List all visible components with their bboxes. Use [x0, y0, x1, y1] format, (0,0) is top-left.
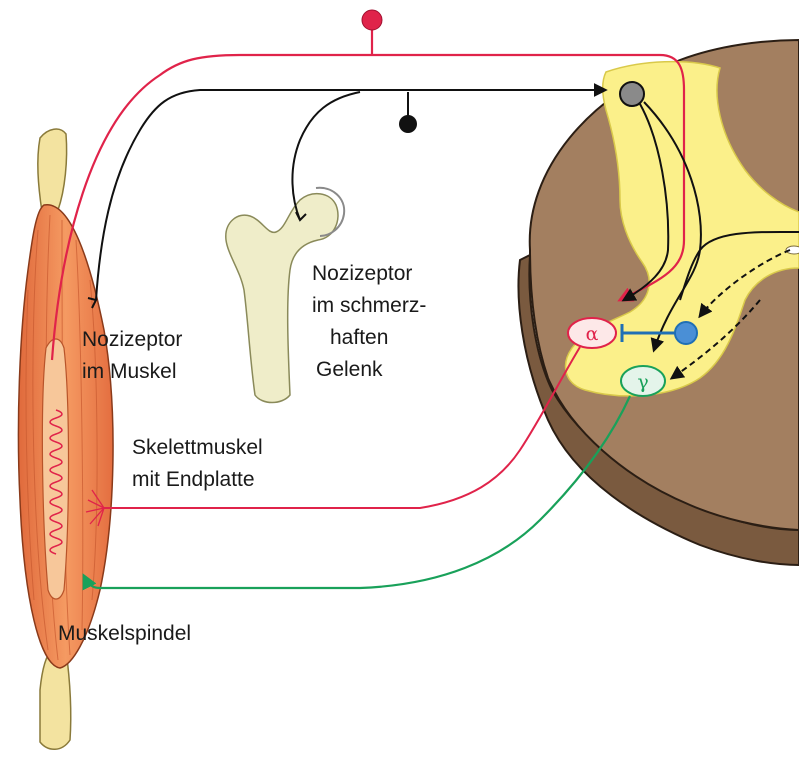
red-ganglion-cell: [362, 10, 382, 30]
label-joint-nociceptor: Nozizeptor im schmerz- haften Gelenk: [312, 262, 432, 381]
label-skeletal-muscle: Skelettmuskel mit Endplatte: [132, 436, 269, 491]
gamma-symbol: γ: [637, 371, 648, 393]
tendon-top: [38, 129, 67, 212]
gamma-efferent: [84, 396, 630, 588]
alpha-symbol: α: [586, 323, 599, 345]
muscle-spindle: [42, 339, 68, 599]
skeletal-muscle: [18, 129, 113, 749]
black-ganglion-cell: [399, 115, 417, 133]
label-muscle-spindle: Muskelspindel: [58, 622, 191, 645]
dorsal-horn-interneuron: [620, 82, 644, 106]
inhibitory-interneuron: [675, 322, 697, 344]
